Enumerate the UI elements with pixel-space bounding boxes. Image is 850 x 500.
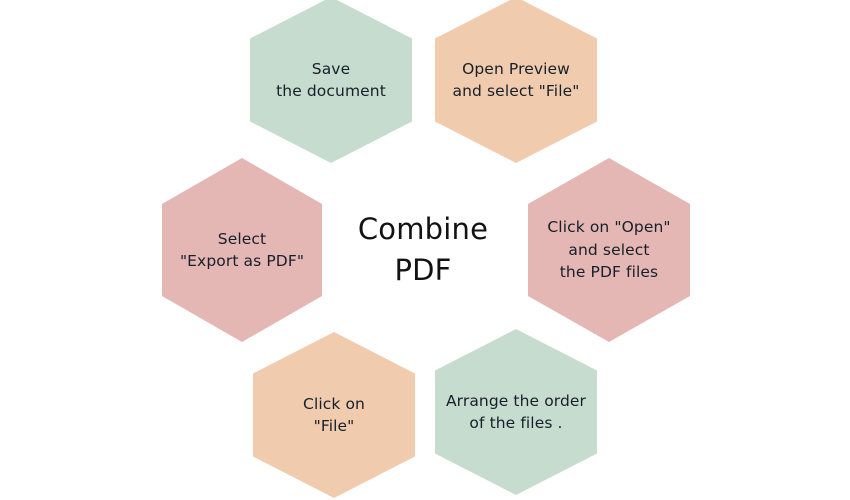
hexagon-shape-arrange-the-order[interactable] [435, 329, 597, 495]
hexagon-shape-click-on-file[interactable] [253, 332, 415, 498]
hexagon-shape-click-on-open[interactable] [528, 158, 690, 342]
hexagon-shape-open-preview[interactable] [435, 0, 597, 163]
hexagon-shape-select-export-as-pdf[interactable] [162, 158, 322, 342]
hexagon-shape-save-the-document[interactable] [250, 0, 412, 163]
